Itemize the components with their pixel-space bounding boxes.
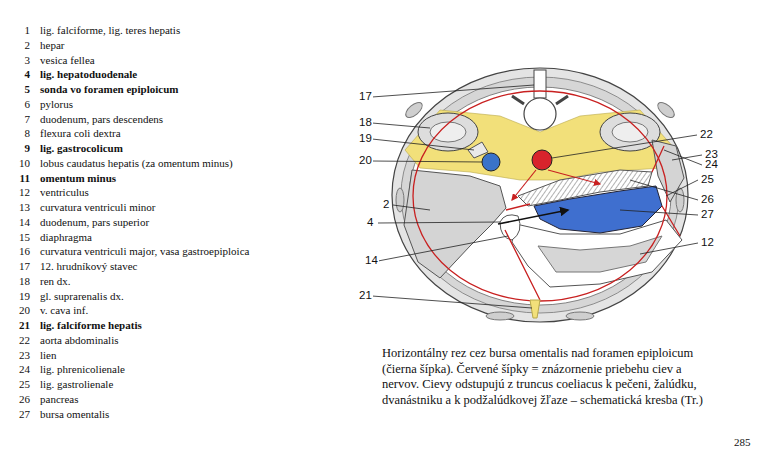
legend-term: lig. hepatoduodenale xyxy=(40,68,137,81)
callout-number: 22 xyxy=(699,128,714,141)
legend-term: lig. falciforme, lig. teres hepatis xyxy=(40,24,180,37)
legend-number: 15 xyxy=(8,231,30,244)
legend-number: 16 xyxy=(8,245,30,258)
legend-number: 27 xyxy=(8,408,30,421)
callout-number: 14 xyxy=(364,254,379,267)
legend-term: lobus caudatus hepatis (za omentum minus… xyxy=(40,157,233,170)
legend-term: diaphragma xyxy=(40,231,92,244)
legend-number: 23 xyxy=(8,349,30,362)
legend-number: 8 xyxy=(8,127,30,140)
legend-number: 21 xyxy=(8,319,30,332)
legend-number: 9 xyxy=(8,142,30,155)
callout-number: 21 xyxy=(358,289,373,302)
legend-term: ventriculus xyxy=(40,186,89,199)
callout-number: 27 xyxy=(700,208,715,221)
legend-term: lig. phrenicolienale xyxy=(40,363,125,376)
legend-number: 14 xyxy=(8,216,30,229)
legend-term: pancreas xyxy=(40,393,78,406)
legend-term: 12. hrudníkový stavec xyxy=(40,260,137,273)
legend-term: duodenum, pars superior xyxy=(40,216,149,229)
legend-term: lig. gastrolienale xyxy=(40,378,113,391)
legend-number: 6 xyxy=(8,98,30,111)
callout-number: 26 xyxy=(700,193,715,206)
legend-number: 2 xyxy=(8,39,30,52)
legend-term: curvatura ventriculi minor xyxy=(40,201,155,214)
aorta xyxy=(532,150,552,170)
legend-term: aorta abdominalis xyxy=(40,334,119,347)
legend-term: vesica fellea xyxy=(40,54,95,67)
callout-number: 4 xyxy=(366,216,374,229)
legend-number: 24 xyxy=(8,363,30,376)
legend-number: 11 xyxy=(8,172,30,185)
legend-term: ren dx. xyxy=(40,275,71,288)
callout-number: 19 xyxy=(358,132,373,145)
legend-term: gl. suprarenalis dx. xyxy=(40,290,124,303)
legend-number: 7 xyxy=(8,113,30,126)
vertebra xyxy=(512,70,568,130)
vessel-arrows xyxy=(512,170,600,200)
legend-term: bursa omentalis xyxy=(40,408,109,421)
probe-arrow xyxy=(498,210,568,224)
callout-number: 20 xyxy=(358,154,373,167)
stomach xyxy=(512,220,682,287)
legend-term: v. cava inf. xyxy=(40,304,88,317)
legend-number: 5 xyxy=(8,83,30,96)
legend-term: flexura coli dextra xyxy=(40,127,121,140)
legend-number: 4 xyxy=(8,68,30,81)
legend-number: 10 xyxy=(8,157,30,170)
legend-term: pylorus xyxy=(40,98,73,111)
legend-term: lien xyxy=(40,349,57,362)
legend-number: 13 xyxy=(8,201,30,214)
legend-term: omentum minus xyxy=(40,172,116,185)
callout-number: 17 xyxy=(358,90,373,103)
legend-number: 19 xyxy=(8,290,30,303)
legend-number: 25 xyxy=(8,378,30,391)
callout-number: 12 xyxy=(700,236,715,249)
legend-term: lig. falciforme hepatis xyxy=(40,319,142,332)
peritoneum xyxy=(413,91,680,301)
bursa-omentalis xyxy=(534,186,662,233)
body-wall xyxy=(392,68,688,322)
legend-number: 18 xyxy=(8,275,30,288)
legend-number: 3 xyxy=(8,54,30,67)
callout-number: 18 xyxy=(358,116,373,129)
leader-lines xyxy=(372,85,702,308)
legend-number: 12 xyxy=(8,186,30,199)
legend-term: hepar xyxy=(40,39,64,52)
legend-number: 20 xyxy=(8,304,30,317)
liver xyxy=(404,170,506,278)
legend-term: sonda vo foramen epiploicum xyxy=(40,83,178,96)
legend-term: duodenum, pars descendens xyxy=(40,113,163,126)
legend-number: 17 xyxy=(8,260,30,273)
callout-number: 24 xyxy=(704,158,719,171)
legend-number: 1 xyxy=(8,24,30,37)
callout-number: 25 xyxy=(700,173,715,186)
vena-cava xyxy=(482,153,500,171)
legend-number: 26 xyxy=(8,393,30,406)
figure-caption: Horizontálny rez cez bursa omentalis nad… xyxy=(382,346,717,408)
falciform-ligament xyxy=(530,300,540,318)
duodenum xyxy=(500,215,520,240)
page-number: 285 xyxy=(734,436,751,449)
legend-number: 22 xyxy=(8,334,30,347)
legend-term: curvatura ventriculi major, vasa gastroe… xyxy=(40,245,249,258)
legend-term: lig. gastrocolicum xyxy=(40,142,123,155)
callout-number: 2 xyxy=(382,198,390,211)
